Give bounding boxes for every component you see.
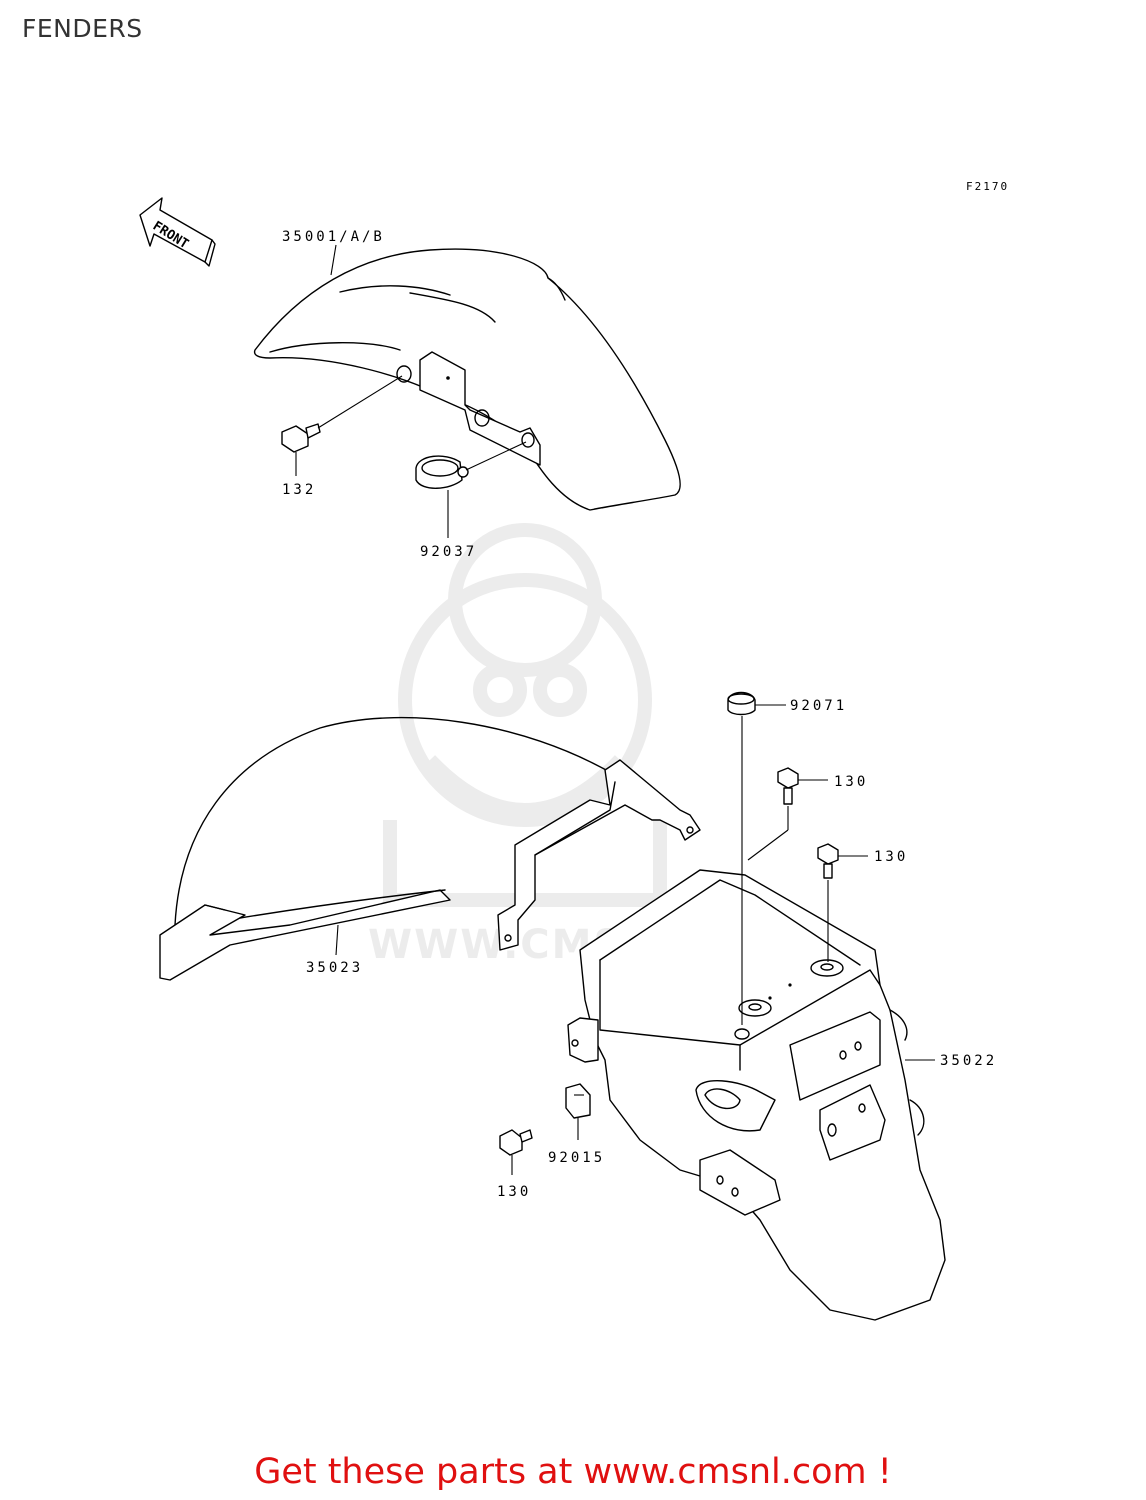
bolt-130-bottom-icon [499, 1129, 533, 1175]
label-bolt-130-top-2: 130 [874, 849, 908, 865]
front-arrow-icon: FRONT [139, 197, 216, 267]
label-bolt-130-top-1: 130 [834, 774, 868, 790]
rear-fender [567, 869, 946, 1321]
figure-code: F2170 [966, 180, 1009, 193]
bolt-132-icon [281, 375, 403, 476]
leader-front-fender [330, 244, 337, 276]
label-bolt-132: 132 [282, 482, 316, 498]
leader-rear-fender-front [335, 924, 339, 956]
label-clamp-92037: 92037 [420, 544, 477, 560]
rear-fender-front-section [159, 716, 701, 981]
label-clip-92015: 92015 [548, 1150, 605, 1166]
watermark-mascot-icon [383, 523, 667, 907]
bolt-130-top-2-icon [817, 843, 868, 962]
label-front-fender: 35001/A/B [282, 229, 385, 245]
label-rear-fender: 35022 [940, 1053, 997, 1069]
clamp-92037-icon [415, 441, 527, 538]
front-fender [253, 248, 681, 511]
page-title: FENDERS [22, 14, 143, 43]
bolt-130-top-1-icon [747, 767, 828, 861]
label-rear-fender-front: 35023 [306, 960, 363, 976]
cap-92071-icon [727, 691, 786, 1025]
label-cap-92071: 92071 [790, 698, 847, 714]
get-parts-link[interactable]: Get these parts at www.cmsnl.com ! [254, 1452, 892, 1492]
label-bolt-130-bottom: 130 [497, 1184, 531, 1200]
clip-92015-icon [565, 1083, 591, 1140]
